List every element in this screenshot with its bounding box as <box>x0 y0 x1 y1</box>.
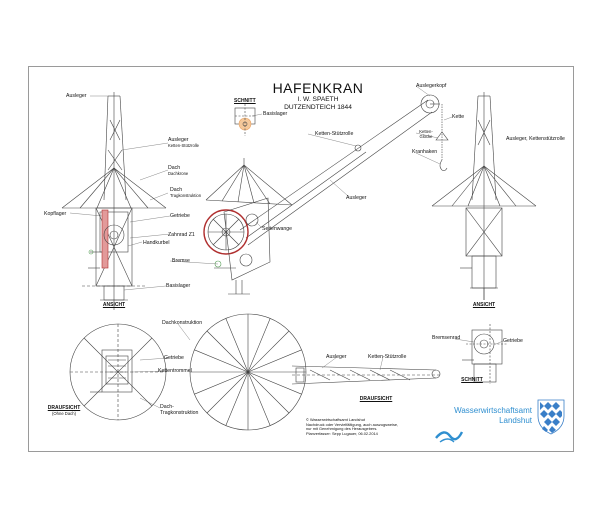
roof-spoke <box>194 371 249 395</box>
copyright-line: © Wasserwirtschaftsamt Landshut <box>306 417 365 422</box>
auslegerkopf-label: Auslegerkopf <box>416 83 447 89</box>
ketten-stuetzrolle-plan-label: Ketten-Stützrolle <box>368 354 407 360</box>
seitenwange-label: Seitenwange <box>262 226 292 232</box>
drawing-subtitle: I. W. SPAETH DUTZENDTEICH 1844 <box>284 96 352 112</box>
roof-spoke <box>247 349 302 373</box>
roof-spoke <box>247 318 271 373</box>
ohne-dach-label: (Ohne Dach) <box>52 411 76 416</box>
roof-spoke <box>247 371 271 426</box>
ausleger-mid-label: Ausleger <box>346 195 367 201</box>
dach-label: Dach <box>168 165 181 171</box>
subtitle-line-2: DUTZENDTEICH 1844 <box>284 104 352 111</box>
roof-spoke <box>247 330 290 373</box>
dach-tragkonstruktion-line-2: Tragkonstruktion <box>160 410 199 416</box>
drawing-title: HAFENKRAN <box>272 80 364 96</box>
kettentrommel-label: Kettentrommel <box>158 368 192 374</box>
authority-line-2: Landshut <box>499 416 532 425</box>
authority-line-1: Wasserwirtschaftsamt <box>454 406 532 415</box>
dach-2-label: Dach <box>170 187 183 193</box>
dachkonstruktion-label: Dachkonstruktion <box>162 320 203 326</box>
kopflager-label: Kopflager <box>44 211 67 217</box>
draufsicht-mid-label: DRAUFSICHT <box>359 396 393 402</box>
roof-spoke <box>206 371 249 414</box>
ausleger-plan-label: Ausleger <box>326 354 347 360</box>
copyright-line: Planverfasser: Sepp Lugauer, 06.02.2014 <box>306 431 378 437</box>
roof-spoke <box>247 371 290 414</box>
ausleger-kettenstuetzrolle-right-label: Ausleger, Kettenstützrolle <box>506 136 565 142</box>
right-section-view <box>462 324 508 384</box>
dachkrone-label: Dachkrone <box>168 171 189 176</box>
leader-lines <box>69 85 504 409</box>
center-plan-view <box>189 313 441 431</box>
ansicht-right-label: ANSICHT <box>472 302 496 308</box>
left-plan-view <box>69 323 167 421</box>
ausleger-left-label: Ausleger <box>66 93 87 99</box>
kranhaken-label: Kranhaken <box>412 149 438 155</box>
getriebe-right-label: Getriebe <box>503 338 523 344</box>
dach-tragkonstruktion-line-1: Dach- <box>160 404 174 410</box>
handkurbel-label: Handkurbel <box>143 240 170 246</box>
bremsenrad-label: Bremsenrad <box>432 335 461 341</box>
bremse-label: Bremse <box>172 258 190 264</box>
copyright-line: Nachdruck oder Vervielfältigung, auch au… <box>306 421 399 427</box>
getriebe-mid-label: Getriebe <box>170 213 190 219</box>
draufsicht-left-label: DRAUFSICHT <box>47 405 81 411</box>
roof-spoke <box>247 371 302 395</box>
basislager-mid-label: Basislager <box>166 283 191 289</box>
wwa-wave-logo-icon <box>435 431 464 443</box>
basislager-top-label: Basislager <box>263 111 288 117</box>
ketten-stuetzrolle-mid-label: Ketten-Stützrolle <box>315 131 354 137</box>
top-section-view <box>234 104 256 136</box>
right-elevation-view <box>431 92 537 300</box>
copyright-line: nur mit Genehmigung des Herausgebers. <box>306 426 378 432</box>
ansicht-left-label: ANSICHT <box>102 302 126 308</box>
roof-spoke <box>206 330 249 373</box>
center-crane-elevation <box>203 94 449 295</box>
bavarian-coat-of-arms-icon <box>537 399 565 435</box>
tragkonstruktion-label: Tragkonstruktion <box>170 193 202 198</box>
left-elevation-view <box>61 92 167 310</box>
schnitt-right-label: SCHNITT <box>461 377 483 383</box>
roof-spoke <box>225 371 249 426</box>
getriebe-plan-label: Getriebe <box>164 355 184 361</box>
kette-label: Kette <box>452 114 465 120</box>
kettenstuetzrolle-left-label: Ketten-Stützrolle <box>168 143 199 148</box>
subtitle-line-1: I. W. SPAETH <box>297 96 339 103</box>
copyright-block: © Wasserwirtschaftsamt Landshut Nachdruc… <box>306 417 426 437</box>
roof-spoke <box>225 318 249 373</box>
ketten-glocke-label: Ketten-Glocke <box>419 129 433 139</box>
roof-spoke <box>194 349 249 373</box>
authority-name: Wasserwirtschaftsamt Landshut <box>452 406 532 426</box>
ausleger-kettenstuetzrolle-left-label: Ausleger <box>168 137 189 143</box>
zahnrad-label: Zahnrad Z1 <box>168 232 195 238</box>
schnitt-top-label: SCHNITT <box>234 98 256 104</box>
